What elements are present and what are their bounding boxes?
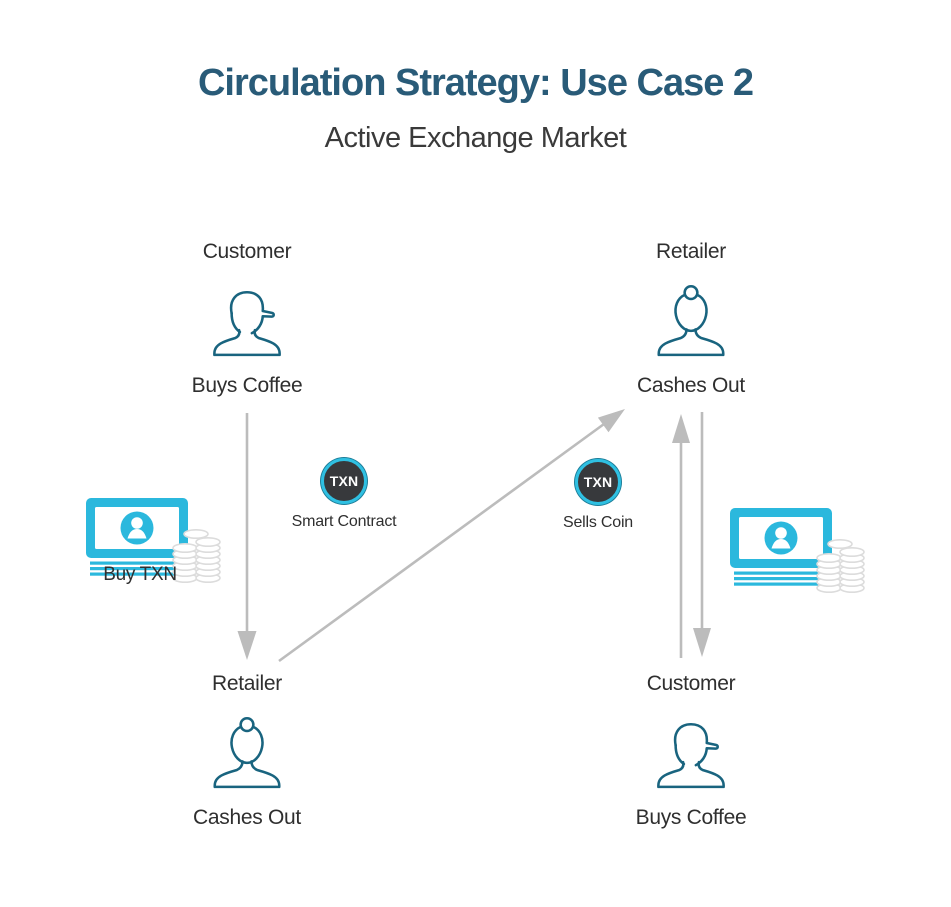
- actor-role-label: Customer: [646, 672, 736, 695]
- actor-action-label: Buys Coffee: [191, 374, 303, 397]
- actor-action-label: Cashes Out: [193, 806, 301, 829]
- customer-icon: [213, 290, 281, 357]
- actor-role-label: Retailer: [656, 240, 726, 263]
- cash-and-coins-icon: [730, 508, 865, 594]
- actor-top-right: Retailer Cashes Out: [591, 240, 791, 405]
- arrow-down-left: [237, 413, 257, 660]
- token-smart-contract: TXN Smart Contract: [264, 458, 424, 531]
- retailer-icon: [213, 716, 281, 789]
- buy-txn-label: Buy TXN: [103, 564, 177, 585]
- actor-bottom-right: Customer Buys Coffee: [591, 672, 791, 837]
- actor-role-label: Retailer: [212, 672, 282, 695]
- page-subtitle: Active Exchange Market: [324, 122, 627, 154]
- arrow-diagonal-up-right: [278, 409, 625, 663]
- page-title: Circulation Strategy: Use Case 2: [197, 62, 754, 104]
- actor-top-left: Customer Buys Coffee: [147, 240, 347, 405]
- actor-role-label: Customer: [202, 240, 292, 263]
- token-label: Smart Contract: [291, 513, 397, 530]
- cash-and-coins-icon: [86, 498, 221, 584]
- token-label: Sells Coin: [562, 514, 634, 531]
- txn-coin-icon: TXN: [321, 458, 367, 504]
- token-sells-coin: TXN Sells Coin: [518, 459, 678, 532]
- retailer-icon: [657, 284, 725, 357]
- customer-icon: [657, 722, 725, 789]
- txn-coin-icon: TXN: [575, 459, 621, 505]
- arrow-down-right: [693, 412, 711, 657]
- actor-action-label: Buys Coffee: [635, 806, 747, 829]
- arrow-up-right: [672, 414, 690, 658]
- actor-bottom-left: Retailer Cashes Out: [147, 672, 347, 837]
- actor-action-label: Cashes Out: [637, 374, 745, 397]
